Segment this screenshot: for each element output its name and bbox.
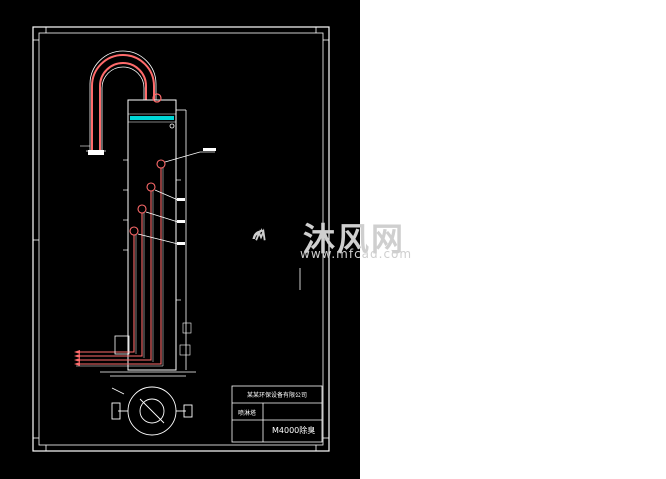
inner-frame bbox=[38, 32, 324, 446]
tower-base-equipment bbox=[100, 335, 196, 395]
leader-lines bbox=[137, 151, 215, 245]
mf-star-logo-icon bbox=[252, 228, 266, 241]
spray-pipes bbox=[80, 159, 166, 365]
cad-drawing-area: 某某环保设备有限公司 喷淋塔 M4000除臭 bbox=[0, 0, 360, 479]
plan-view bbox=[111, 386, 193, 436]
title-block-company: 某某环保设备有限公司 bbox=[247, 392, 308, 399]
title-block bbox=[231, 385, 323, 443]
watermark-url: www.mfcad.com bbox=[300, 247, 413, 261]
exhaust-gooseneck-duct bbox=[80, 50, 157, 155]
scrubber-tower-body bbox=[123, 93, 192, 371]
title-block-drawing-name: 喷淋塔 bbox=[238, 410, 257, 417]
watermark-brand: 沐风网 bbox=[303, 220, 406, 258]
corner-marks bbox=[33, 27, 329, 451]
pipe-inlet-arrows bbox=[74, 350, 80, 366]
spray-pipe-outlines bbox=[76, 168, 164, 367]
cad-drawing-svg bbox=[32, 26, 330, 452]
leader-label-blocks bbox=[177, 148, 216, 245]
outer-frame bbox=[32, 26, 330, 452]
title-block-model-code: M4000除臭 bbox=[272, 426, 316, 435]
packing-layer bbox=[130, 116, 174, 120]
top-nozzle bbox=[152, 93, 162, 103]
